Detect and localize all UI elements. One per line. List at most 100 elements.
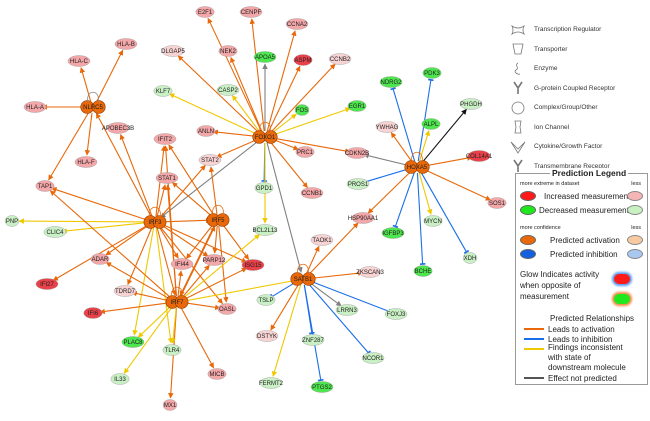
gene-node-ptgs2[interactable]: PTGS2 xyxy=(310,381,334,393)
gene-node-prc1[interactable]: PRC1 xyxy=(295,146,315,158)
gene-node-adar[interactable]: ADAR xyxy=(90,253,110,265)
gene-node-ndrg2[interactable]: NDRG2 xyxy=(379,76,403,88)
gene-node-igfbp3[interactable]: IGFBP3 xyxy=(381,227,404,239)
gene-label: NEK2 xyxy=(220,49,236,55)
gene-label: IFI44 xyxy=(175,262,189,268)
gene-node-zkscan3[interactable]: ZKSCAN3 xyxy=(356,266,384,278)
gene-node-pros1[interactable]: PROS1 xyxy=(346,178,370,190)
node-shape xyxy=(263,130,278,144)
gene-node-irf3[interactable]: IRF3 xyxy=(143,206,167,229)
gene-label: HLA-C xyxy=(70,59,89,65)
gene-node-tdrd7[interactable]: TDRD7 xyxy=(113,285,137,297)
gene-node-bche[interactable]: BCHE xyxy=(413,265,433,277)
gene-node-hla-c[interactable]: HLA-C xyxy=(67,55,91,67)
gene-node-ifit2[interactable]: IFIT2 xyxy=(153,133,177,145)
gene-node-plac8[interactable]: PLAC8 xyxy=(121,336,145,348)
gene-node-egr1[interactable]: EGR1 xyxy=(347,100,367,112)
gene-node-hoxa5[interactable]: HOXA5 xyxy=(404,151,430,174)
gene-node-irf7[interactable]: IRF7 xyxy=(165,286,189,309)
gene-node-tslp[interactable]: TSLP xyxy=(256,294,276,306)
gene-node-ywhag[interactable]: YWHAG xyxy=(376,121,399,133)
gene-node-hla-b[interactable]: HLA-B xyxy=(114,38,138,50)
gene-node-klf7[interactable]: KLF7 xyxy=(153,85,173,97)
gene-node-micb[interactable]: MICB xyxy=(207,368,227,380)
gene-node-pnp[interactable]: PNP xyxy=(4,215,20,227)
gene-node-apoa5[interactable]: APOA5 xyxy=(253,51,277,63)
activation-edge xyxy=(105,224,149,256)
gene-node-irf5[interactable]: IRF5 xyxy=(206,204,230,227)
gene-node-hla-f[interactable]: HLA-F xyxy=(74,156,98,168)
activation-edge xyxy=(230,56,263,132)
gene-node-aspm[interactable]: ASPM xyxy=(293,54,313,66)
gene-node-casp2[interactable]: CASP2 xyxy=(216,84,240,96)
gene-node-ifi6[interactable]: IFI6 xyxy=(83,307,103,319)
node-shape xyxy=(161,45,185,57)
inconsistent-edge xyxy=(155,227,174,344)
gene-node-lrrn3[interactable]: LRRN3 xyxy=(335,304,359,316)
activation-edge xyxy=(156,227,177,296)
gene-node-apobec3b[interactable]: APOBEC3B xyxy=(102,122,134,134)
self-loop-edge xyxy=(411,151,423,163)
prediction-legend: Prediction Legend more extreme in datase… xyxy=(515,168,648,385)
gene-node-tlr4[interactable]: TLR4 xyxy=(162,344,182,356)
gene-node-ncor1[interactable]: NCOR1 xyxy=(361,352,385,364)
gene-node-oasl[interactable]: OASL xyxy=(217,303,237,315)
gene-node-hsp90aa1[interactable]: HSP90AA1 xyxy=(348,212,379,224)
gene-node-col14a1[interactable]: COL14A1 xyxy=(466,150,493,162)
gene-node-sos1[interactable]: SOS1 xyxy=(487,197,507,209)
activation-edge xyxy=(218,225,229,303)
gene-label: PROS1 xyxy=(348,182,369,188)
gene-node-il33[interactable]: IL33 xyxy=(110,373,130,385)
gene-node-fermt2[interactable]: FERMT2 xyxy=(259,377,284,389)
gene-node-satb1[interactable]: SATB1 xyxy=(290,263,316,286)
gene-label: BCHE xyxy=(415,269,432,275)
gene-node-cdkn2b[interactable]: CDKN2B xyxy=(345,147,369,159)
gene-node-xdh[interactable]: XDH xyxy=(462,252,478,264)
gene-node-foxj3[interactable]: FOXJ3 xyxy=(384,308,408,320)
activation-edge xyxy=(266,30,297,132)
gene-node-znf287[interactable]: ZNF287 xyxy=(301,334,324,346)
gene-node-cenpf[interactable]: CENPF xyxy=(239,6,263,18)
gene-node-nek2[interactable]: NEK2 xyxy=(218,45,238,57)
gene-node-pdk3[interactable]: PDK3 xyxy=(422,67,442,79)
inhibition-edge xyxy=(392,172,415,229)
gene-node-foxo1[interactable]: FOXO1 xyxy=(252,121,278,144)
gene-node-dstyk[interactable]: DSTYK xyxy=(255,330,279,342)
activation-edge xyxy=(168,144,215,216)
gene-node-mycn[interactable]: MYCN xyxy=(423,215,443,227)
self-loop-edge xyxy=(149,206,161,218)
gene-node-isg15[interactable]: ISG15 xyxy=(241,259,265,271)
gene-label: XDH xyxy=(464,256,477,262)
gene-node-stat1[interactable]: STAT1 xyxy=(155,172,179,184)
gene-node-nlrc5[interactable]: NLRC5 xyxy=(80,91,106,114)
gene-label: IFI6 xyxy=(88,311,99,317)
activation-edge xyxy=(424,168,492,201)
gene-node-anln[interactable]: ANLN xyxy=(196,125,216,137)
gene-node-ccna2[interactable]: CCNA2 xyxy=(285,18,309,30)
gene-node-hla-a[interactable]: HLA-A xyxy=(23,101,47,113)
gene-node-e2f1[interactable]: E2F1 xyxy=(195,6,215,18)
gene-node-dlgap5[interactable]: DLGAP5 xyxy=(161,45,185,57)
gene-node-tap1[interactable]: TAP1 xyxy=(35,180,55,192)
node-shape xyxy=(253,51,277,63)
gene-node-ifi27[interactable]: IFI27 xyxy=(35,278,59,290)
gene-node-ccnb2[interactable]: CCNB2 xyxy=(328,53,352,65)
self-loop-edge xyxy=(212,204,224,216)
gene-node-parp12[interactable]: PARP12 xyxy=(203,254,226,266)
gene-node-phgdh[interactable]: PHGDH xyxy=(459,98,483,110)
gene-node-alpl[interactable]: ALPL xyxy=(421,118,441,130)
inconsistent-edge xyxy=(61,222,148,234)
activation-edge xyxy=(51,187,148,221)
gene-node-bcl2l13[interactable]: BCL2L13 xyxy=(252,224,278,236)
gene-node-clic4[interactable]: CLIC4 xyxy=(43,226,67,238)
gene-node-fos[interactable]: FOS xyxy=(294,104,310,116)
gene-node-ccnb1[interactable]: CCNB1 xyxy=(300,187,324,199)
gene-node-gpd1[interactable]: GPD1 xyxy=(254,182,274,194)
node-shape xyxy=(358,266,382,278)
gene-node-stat2[interactable]: STAT2 xyxy=(198,154,222,166)
gene-node-mx1[interactable]: MX1 xyxy=(162,399,178,411)
activation-edge xyxy=(177,270,184,297)
gene-node-ifi44[interactable]: IFI44 xyxy=(170,258,194,270)
node-shape xyxy=(347,100,367,112)
gene-node-taok1[interactable]: TAOK1 xyxy=(310,234,334,246)
